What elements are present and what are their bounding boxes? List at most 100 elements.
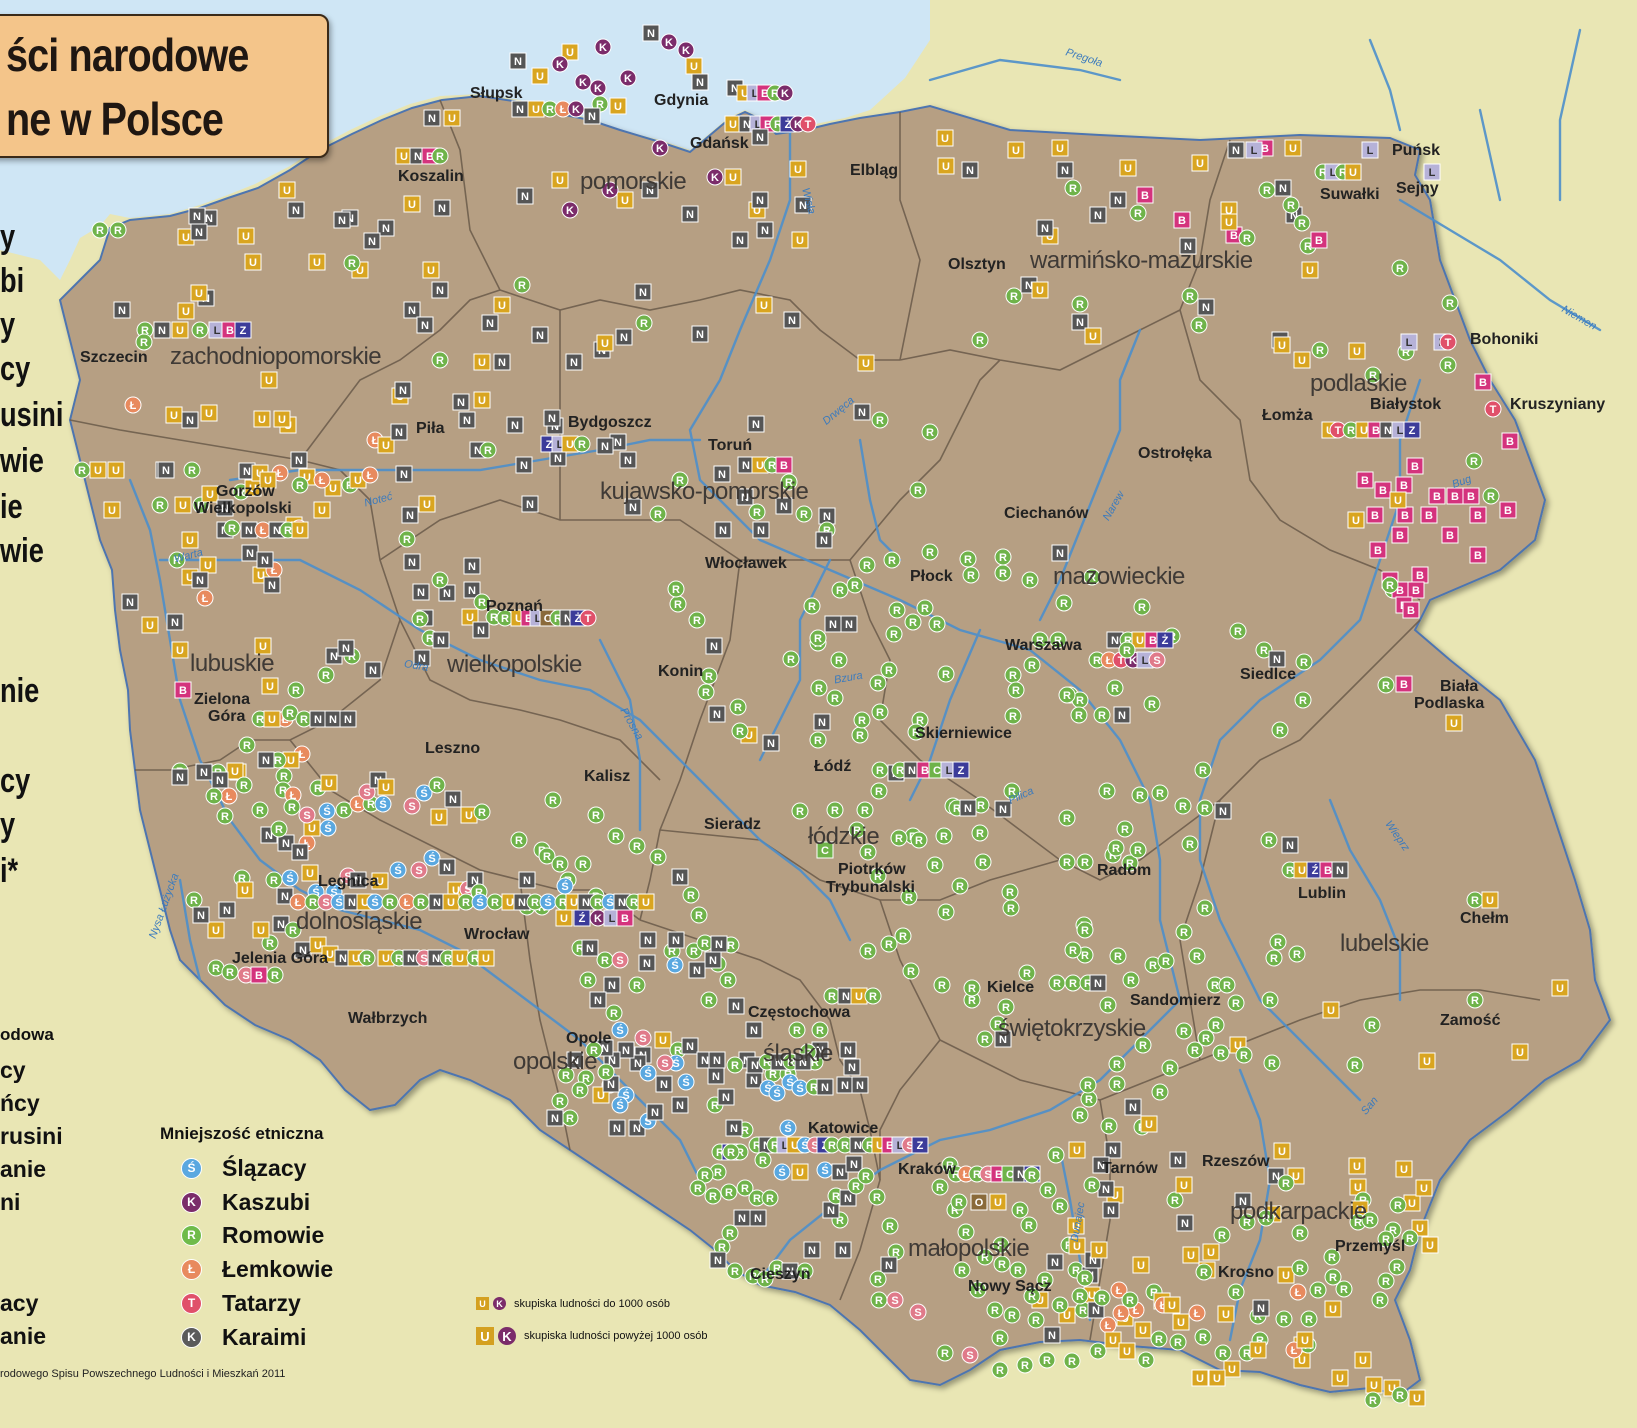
svg-text:R: R	[549, 795, 557, 807]
minority-marker: Ł	[124, 396, 142, 414]
minority-marker: B	[1411, 566, 1429, 584]
minority-marker: R	[761, 1189, 779, 1207]
svg-text:R: R	[610, 1008, 618, 1020]
svg-text:R: R	[823, 525, 831, 537]
svg-text:R: R	[1056, 1300, 1064, 1312]
svg-text:B: B	[886, 1140, 894, 1152]
svg-text:N: N	[1094, 978, 1102, 990]
svg-text:Z: Z	[240, 325, 247, 337]
svg-text:B: B	[1261, 143, 1269, 155]
svg-text:U: U	[448, 113, 456, 125]
svg-text:N: N	[651, 1107, 659, 1119]
legend-marker: R	[181, 1224, 202, 1246]
svg-text:U: U	[756, 460, 764, 472]
minority-marker: R	[1227, 1283, 1245, 1301]
svg-text:N: N	[620, 332, 628, 344]
minority-marker: U	[1273, 336, 1291, 354]
svg-text:Ś: Ś	[622, 1089, 629, 1102]
minority-marker: R	[358, 949, 376, 967]
svg-text:S: S	[363, 787, 370, 799]
minority-marker: B	[250, 966, 268, 984]
minority-marker: B	[1396, 506, 1414, 524]
svg-text:U: U	[1278, 1146, 1286, 1158]
minority-marker: U	[1067, 1217, 1085, 1235]
minority-marker: N	[639, 931, 657, 949]
city-label: Piła	[416, 420, 445, 437]
minority-marker: S	[611, 951, 629, 969]
minority-marker: U	[1277, 1266, 1295, 1284]
svg-text:N: N	[1048, 1330, 1056, 1342]
minority-marker: R	[831, 581, 849, 599]
minority-marker: R	[880, 935, 898, 953]
svg-text:B: B	[1504, 505, 1512, 517]
svg-text:R: R	[828, 1140, 836, 1152]
svg-text:N: N	[842, 991, 850, 1003]
minority-marker: N	[263, 576, 281, 594]
minority-marker: U	[377, 778, 395, 796]
minority-marker: N	[959, 799, 977, 817]
svg-text:U: U	[1420, 1183, 1428, 1195]
city-label: Kraków	[898, 1161, 956, 1178]
svg-text:R: R	[727, 940, 735, 952]
svg-text:U: U	[1187, 1250, 1195, 1262]
svg-text:N: N	[1109, 1145, 1117, 1157]
svg-text:N: N	[1279, 183, 1287, 195]
minority-marker: B	[1136, 186, 1154, 204]
svg-text:R: R	[1076, 299, 1084, 311]
svg-text:R: R	[876, 765, 884, 777]
svg-text:N: N	[633, 1123, 641, 1135]
svg-text:B: B	[1425, 510, 1433, 522]
svg-text:Ł: Ł	[367, 470, 374, 482]
svg-text:T: T	[1335, 425, 1342, 437]
svg-text:R: R	[958, 1265, 966, 1277]
minority-marker: R	[731, 722, 749, 740]
svg-text:U: U	[356, 265, 364, 277]
svg-text:Ś: Ś	[786, 1076, 793, 1089]
svg-text:R: R	[403, 534, 411, 546]
minority-marker: U	[1301, 261, 1319, 279]
minority-marker: N	[423, 109, 441, 127]
svg-text:R: R	[1009, 670, 1017, 682]
minority-marker: R	[1058, 809, 1076, 827]
svg-text:R: R	[188, 465, 196, 477]
svg-text:N: N	[660, 1079, 668, 1091]
minority-marker: N	[794, 1053, 812, 1071]
svg-text:U: U	[1123, 1346, 1131, 1358]
svg-text:U: U	[1213, 1373, 1221, 1385]
minority-marker: R	[870, 1291, 888, 1309]
minority-marker: U	[403, 195, 421, 213]
minority-marker: R	[1388, 1258, 1406, 1276]
svg-text:U: U	[1486, 895, 1494, 907]
minority-marker: R	[635, 314, 653, 332]
minority-marker: R	[428, 776, 446, 794]
svg-text:U: U	[566, 47, 574, 59]
region-label: świętokrzyskie	[998, 1015, 1146, 1042]
minority-marker: R	[1300, 1310, 1318, 1328]
sidebar-text: acy	[0, 1290, 39, 1316]
minority-marker: R	[1277, 1174, 1295, 1192]
svg-text:R: R	[727, 1147, 735, 1159]
minority-marker: S	[656, 1054, 674, 1072]
svg-text:R: R	[874, 1274, 882, 1286]
minority-marker: N	[463, 557, 481, 575]
svg-text:R: R	[436, 355, 444, 367]
svg-text:R: R	[785, 477, 793, 489]
minority-marker: B	[1366, 506, 1384, 524]
svg-text:U: U	[278, 414, 286, 426]
minority-marker: R	[343, 254, 361, 272]
minority-marker: N	[727, 997, 745, 1015]
city-label: Toruń	[708, 437, 753, 454]
svg-text:R: R	[895, 833, 903, 845]
minority-marker: R	[1093, 1289, 1111, 1307]
minority-marker: U	[791, 1163, 809, 1181]
minority-marker: N	[218, 901, 236, 919]
minority-marker: R	[1109, 947, 1127, 965]
minority-marker: R	[748, 503, 766, 521]
minority-marker: R	[894, 927, 912, 945]
svg-text:R: R	[1088, 572, 1096, 584]
minority-marker: R	[1137, 1351, 1155, 1369]
minority-marker: N	[671, 868, 689, 886]
svg-text:U: U	[862, 358, 870, 370]
city-label: Siedlce	[1240, 666, 1297, 683]
svg-text:U: U	[614, 101, 622, 113]
